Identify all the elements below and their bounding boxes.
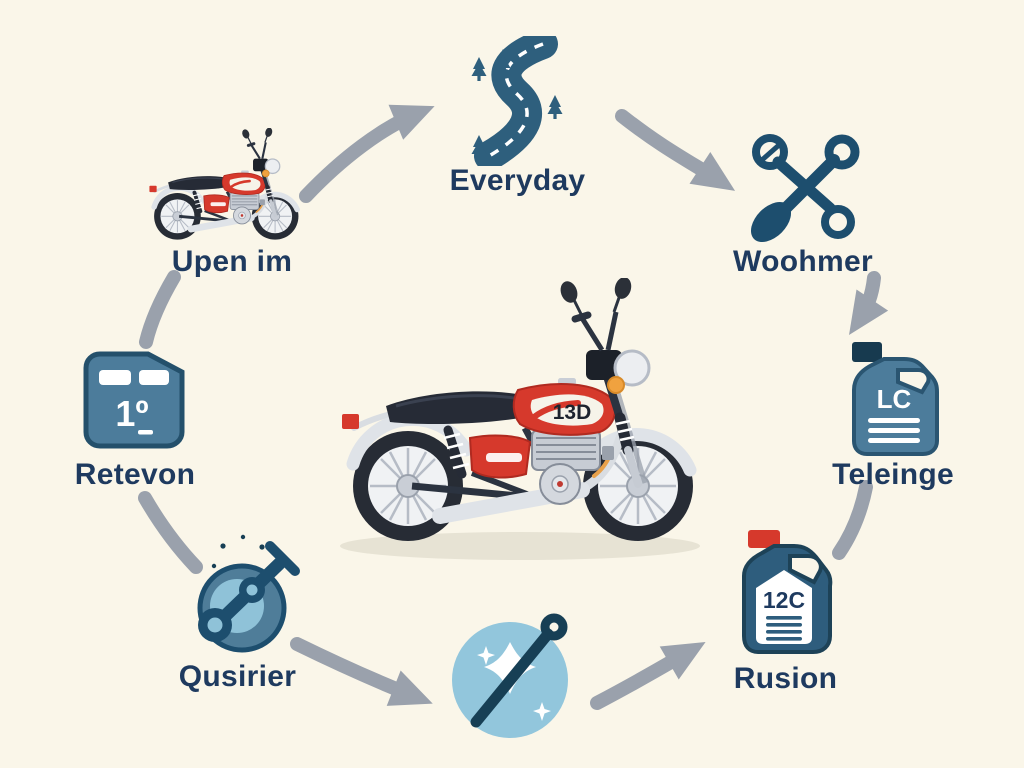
arrow-upen-to-everyday bbox=[299, 104, 435, 203]
tank-text: 13D bbox=[553, 401, 592, 424]
cleaning-sparkle-icon bbox=[452, 613, 568, 738]
arrow-clean-to-rusion bbox=[590, 642, 706, 710]
arrow-upen-to-retevon bbox=[139, 270, 181, 349]
crossed-tools-icon bbox=[750, 134, 860, 243]
everyday-label: Everyday bbox=[449, 164, 586, 197]
retevon-label: Retevon bbox=[74, 458, 196, 491]
arrow-woohmer-to-teleinge bbox=[849, 271, 889, 335]
teleinge-label: Teleinge bbox=[832, 458, 954, 491]
qusirier-label: Qusirier bbox=[178, 660, 297, 693]
oil-jug-icon: LC bbox=[852, 342, 939, 456]
arrow-qusirier-to-clean bbox=[290, 637, 433, 706]
calendar-icon: 1º bbox=[83, 351, 185, 449]
upen-label: Upen im bbox=[171, 245, 293, 278]
small-motorcycle-icon bbox=[140, 128, 310, 249]
arrow-teleinge-to-rusion bbox=[832, 480, 873, 560]
woohmer-label: Woohmer bbox=[733, 245, 873, 278]
winding-road-icon bbox=[471, 36, 563, 166]
jug-lc-text: LC bbox=[877, 384, 912, 414]
arrow-retevon-to-qusirier bbox=[138, 491, 203, 574]
jug-12c-text: 12C bbox=[763, 587, 805, 613]
oil-jug-red-cap-icon: 12C bbox=[742, 530, 833, 654]
calendar-day-text: 1º bbox=[115, 393, 148, 434]
arrow-everyday-to-woohmer bbox=[615, 109, 736, 191]
rusion-label: Rusion bbox=[733, 662, 838, 695]
center-motorcycle: 13D bbox=[320, 278, 720, 560]
piston-icon bbox=[197, 534, 300, 653]
